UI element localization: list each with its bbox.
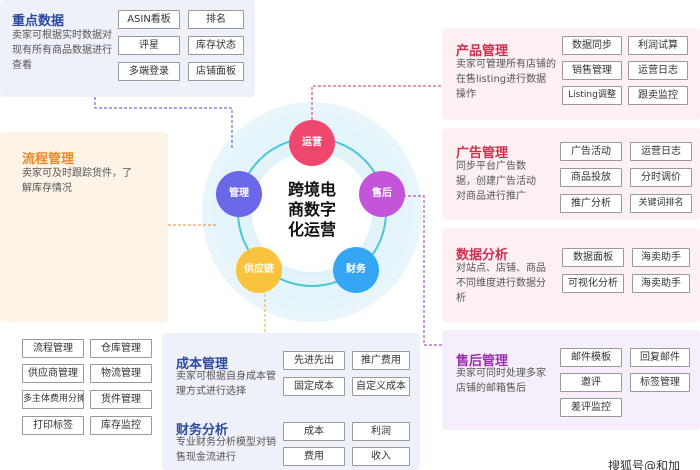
- panel-title: 重点数据: [12, 14, 65, 29]
- panel-after-sales: 售后管理 卖家可同时处理多家店铺的邮箱售后 邮件模板 回复邮件 邀评 标签管理 …: [442, 330, 700, 430]
- chip-store-panel[interactable]: 店铺面板: [188, 62, 244, 81]
- chip-asin-board[interactable]: ASIN看板: [118, 10, 180, 29]
- chip-ops-log[interactable]: 运营日志: [630, 142, 692, 161]
- chip-multi-login[interactable]: 多端登录: [118, 62, 180, 81]
- watermark: 搜狐号@和加: [608, 459, 681, 470]
- panel-desc: 卖家可管理所有店铺的在售listing进行数据操作: [456, 59, 556, 100]
- chip-cost[interactable]: 成本: [283, 422, 345, 441]
- chip-cost-share[interactable]: 多主体费用分摊: [22, 390, 84, 409]
- node-management: 管理: [216, 171, 262, 217]
- chip-keyword-rank[interactable]: 关键词排名: [630, 194, 692, 213]
- hub-title: 跨境电 商数字 化运营: [262, 180, 362, 240]
- chip-dayparting[interactable]: 分时调价: [630, 168, 692, 187]
- node-finance: 财务: [333, 247, 379, 293]
- connector-after: [398, 195, 442, 346]
- panel-desc: 卖家可根据自身成本管理方式进行选择: [176, 371, 276, 397]
- panel-desc: 卖家可根据实时数据对现有所有商品数据进行查看: [12, 30, 112, 71]
- node-operation: 运营: [289, 120, 335, 166]
- chip-ranking[interactable]: 排名: [188, 10, 244, 29]
- panel-process: 流程管理 卖家可及时跟踪货件，了解库存情况 流程管理 仓库管理 供应商管理 物流…: [0, 132, 168, 435]
- hub-title-line: 化运营: [287, 220, 336, 239]
- node-after-sales: 售后: [359, 171, 405, 217]
- chip-profit[interactable]: 利润: [352, 422, 410, 441]
- panel-title: 售后管理: [456, 354, 509, 369]
- panel-title: 流程管理: [22, 152, 75, 167]
- panel-title: 产品管理: [456, 44, 509, 59]
- chip-reply-mail[interactable]: 回复邮件: [630, 348, 690, 367]
- chip-promo-analysis[interactable]: 推广分析: [560, 194, 622, 213]
- connector-key-data: [94, 97, 233, 150]
- panel-desc: 对站点、店铺、商品不同维度进行数据分析: [456, 263, 546, 304]
- chip-warehouse[interactable]: 仓库管理: [90, 339, 152, 358]
- panel-desc: 卖家可同时处理多家店铺的邮箱售后: [456, 368, 546, 394]
- panel-title: 成本管理: [176, 357, 229, 372]
- chip-bad-review-monitor[interactable]: 差评监控: [560, 398, 622, 417]
- panel-desc: 同步平台广告数据，创建广告活动对商品进行推广: [456, 161, 536, 202]
- chip-listing-adjust[interactable]: Listing调整: [562, 86, 622, 105]
- chip-tag-manage[interactable]: 标签管理: [630, 373, 690, 392]
- chip-expense[interactable]: 费用: [283, 447, 345, 466]
- panel-desc: 专业财务分析模型对销售现金流进行: [176, 437, 276, 463]
- chip-custom-cost[interactable]: 自定义成本: [352, 377, 410, 396]
- hub-title-line: 商数字: [287, 200, 336, 219]
- chip-follow-monitor[interactable]: 跟卖监控: [628, 86, 688, 105]
- chip-promo-cost[interactable]: 推广费用: [352, 351, 410, 370]
- panel-analysis: 数据分析 对站点、店铺、商品不同维度进行数据分析 数据面板 海卖助手 可视化分析…: [442, 228, 700, 322]
- chip-flow[interactable]: 流程管理: [22, 339, 84, 358]
- node-supply-chain: 供应链: [236, 247, 282, 293]
- chip-stock-monitor[interactable]: 库存监控: [90, 416, 152, 435]
- chip-ops-log[interactable]: 运营日志: [628, 61, 688, 80]
- panel-title: 广告管理: [456, 146, 509, 161]
- chip-stock-status[interactable]: 库存状态: [188, 36, 244, 55]
- chip-sales-manage[interactable]: 销售管理: [562, 61, 622, 80]
- panel-desc: 卖家可及时跟踪货件，了解库存情况: [22, 168, 132, 194]
- chip-logistics[interactable]: 物流管理: [90, 364, 152, 383]
- chip-haimai-1[interactable]: 海卖助手: [632, 248, 690, 267]
- chip-supplier[interactable]: 供应商管理: [22, 364, 84, 383]
- hub-core: [252, 152, 372, 272]
- chip-profit-calc[interactable]: 利润试算: [628, 36, 688, 55]
- chip-review-request[interactable]: 邀评: [560, 373, 622, 392]
- chip-data-sync[interactable]: 数据同步: [562, 36, 622, 55]
- chip-rating[interactable]: 评星: [118, 36, 180, 55]
- panel-ads: 广告管理 同步平台广告数据，创建广告活动对商品进行推广 广告活动 运营日志 商品…: [442, 128, 700, 220]
- chip-income[interactable]: 收入: [352, 447, 410, 466]
- chip-print-label[interactable]: 打印标签: [22, 416, 84, 435]
- hub-title-line: 跨境电: [287, 180, 336, 199]
- chip-mail-template[interactable]: 邮件模板: [560, 348, 622, 367]
- chip-fifo[interactable]: 先进先出: [283, 351, 345, 370]
- panel-product: 产品管理 卖家可管理所有店铺的在售listing进行数据操作 数据同步 利润试算…: [442, 28, 700, 120]
- chip-data-panel[interactable]: 数据面板: [562, 248, 624, 267]
- panel-key-data: 重点数据 卖家可根据实时数据对现有所有商品数据进行查看 ASIN看板 排名 评星…: [0, 0, 255, 97]
- panel-title: 财务分析: [176, 423, 229, 438]
- chip-shipment[interactable]: 货件管理: [90, 390, 152, 409]
- chip-haimai-2[interactable]: 海卖助手: [632, 274, 690, 293]
- chip-product-ads[interactable]: 商品投放: [560, 168, 622, 187]
- connector-product: [311, 85, 442, 120]
- chip-fixed-cost[interactable]: 固定成本: [283, 377, 345, 396]
- chip-visual-analysis[interactable]: 可视化分析: [562, 274, 624, 293]
- chip-ad-campaign[interactable]: 广告活动: [560, 142, 622, 161]
- panel-title: 数据分析: [456, 248, 509, 263]
